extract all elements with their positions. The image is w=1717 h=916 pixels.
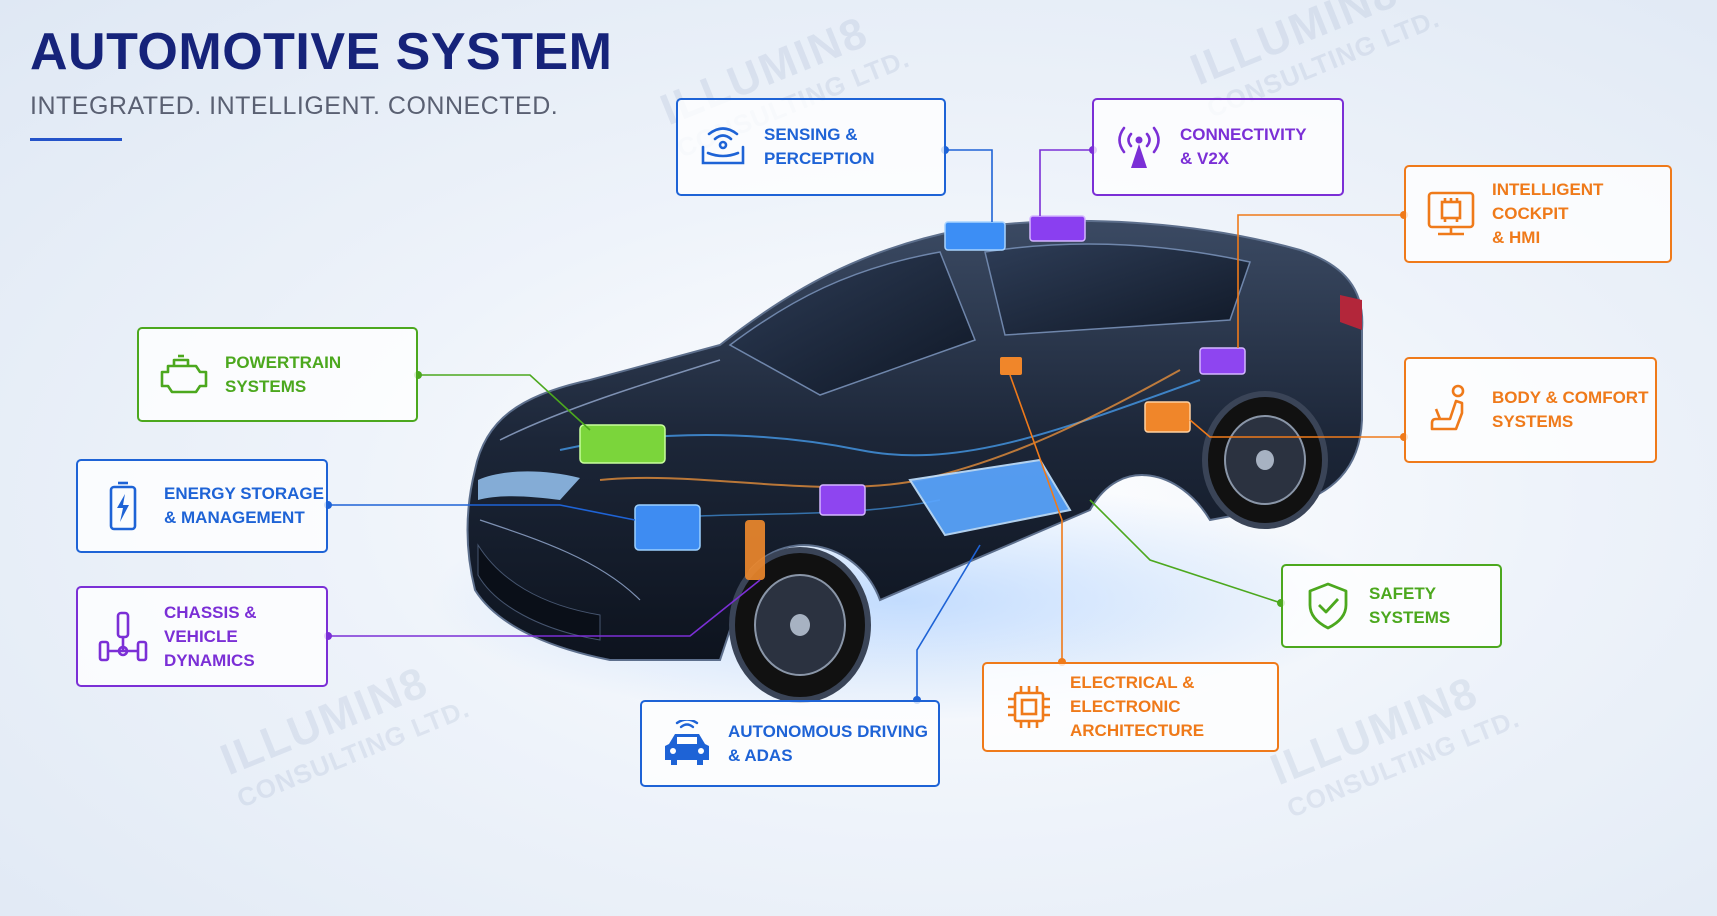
module-cockpit [1199, 347, 1246, 375]
connector-energy [328, 504, 636, 521]
module-body [1144, 401, 1191, 433]
connector-connectivity [1039, 149, 1093, 216]
connector-chassis [328, 579, 761, 637]
engine-icon [155, 349, 213, 401]
axle-icon [94, 611, 152, 663]
seat-icon [1422, 384, 1480, 436]
system-card-safety: SAFETY SYSTEMS [1281, 564, 1502, 648]
module-connectivity [1029, 215, 1086, 242]
rear-wheel [1202, 391, 1328, 529]
system-card-connectivity: CONNECTIVITY& V2X [1092, 98, 1344, 196]
module-electrical [1000, 357, 1022, 375]
connector-cockpit [1237, 214, 1404, 348]
connector-powertrain [418, 374, 591, 431]
car-front-icon [658, 718, 716, 770]
module-sensing [944, 221, 1006, 251]
module-suspension [745, 520, 765, 580]
connector-body [1189, 419, 1404, 438]
battery-icon [94, 480, 152, 532]
antenna-icon [1110, 121, 1168, 173]
system-card-energy: ENERGY STORAGE& MANAGEMENT [76, 459, 328, 553]
module-powertrain [579, 424, 666, 464]
connector-sensing [945, 149, 993, 222]
module-chassis [819, 484, 866, 516]
chip-icon [1000, 681, 1058, 733]
system-card-cockpit: INTELLIGENT COCKPIT& HMI [1404, 165, 1672, 263]
system-card-powertrain: POWERTRAIN SYSTEMS [137, 327, 418, 422]
connectors [328, 149, 1404, 700]
module-energy-front [634, 504, 701, 551]
system-card-autonomous: AUTONOMOUS DRIVING& ADAS [640, 700, 940, 787]
sensor-icon [694, 121, 752, 173]
page-subtitle: INTEGRATED. INTELLIGENT. CONNECTED. [30, 92, 559, 120]
connector-safety [1089, 499, 1282, 604]
module-battery-pack [908, 458, 1072, 537]
display-chip-icon [1422, 188, 1480, 240]
system-card-sensing: SENSING &PERCEPTION [676, 98, 946, 196]
page-title: AUTOMOTIVE SYSTEM [30, 23, 613, 81]
connector-autonomous [916, 544, 981, 700]
shield-check-icon [1299, 580, 1357, 632]
connector-electrical [1009, 374, 1063, 662]
title-divider [30, 138, 122, 141]
